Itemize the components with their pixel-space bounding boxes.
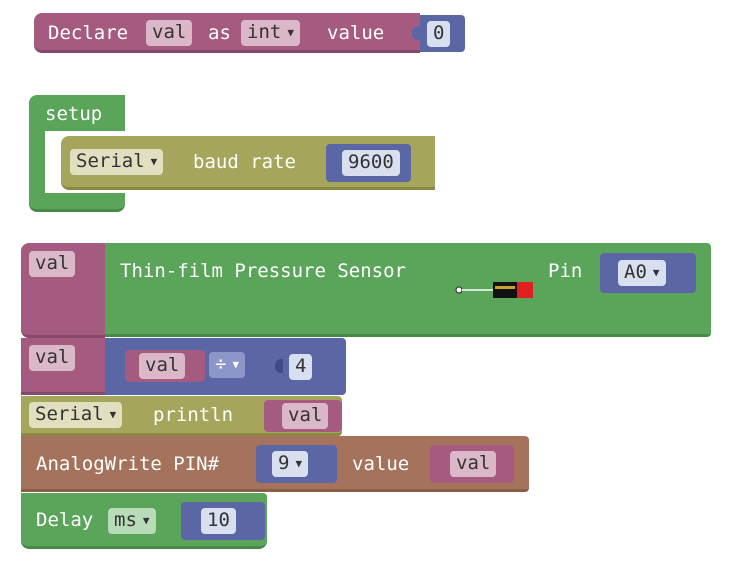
math-block[interactable]: val ÷▼ 4	[105, 338, 346, 395]
value-socket-icon	[275, 359, 283, 373]
setup-label: setup	[45, 103, 103, 125]
sensor-label: Thin-film Pressure Sensor	[120, 260, 406, 282]
dropdown-triangle-icon: ▼	[150, 155, 158, 168]
math-right-field[interactable]: 4	[289, 354, 313, 380]
math-left-field[interactable]: val	[139, 353, 186, 379]
println-port-value: Serial	[35, 403, 104, 425]
delay-label: Delay	[36, 509, 94, 531]
declare-var-field[interactable]: val	[146, 20, 193, 46]
println-port-dropdown[interactable]: Serial ▼	[29, 402, 123, 428]
value-socket-icon	[412, 26, 420, 40]
pin-dropdown[interactable]: A0 ▼	[618, 260, 666, 286]
read-var-block[interactable]: val	[21, 243, 105, 338]
analog-write-label: AnalogWrite PIN#	[36, 453, 220, 475]
println-label: println	[153, 404, 234, 426]
println-arg-block[interactable]: val	[264, 400, 342, 432]
declare-value-label: value	[327, 22, 385, 44]
delay-block[interactable]: Delay ms ▼ 10	[21, 493, 267, 549]
serial-begin-block[interactable]: Serial ▼ baud rate 9600	[61, 136, 435, 190]
pin-value-block[interactable]: A0 ▼	[600, 253, 696, 293]
dropdown-triangle-icon: ▼	[109, 408, 117, 421]
math-left-block[interactable]: val	[125, 350, 205, 382]
declare-value-block[interactable]: 0	[420, 15, 465, 52]
analog-pin-block[interactable]: 9▼	[256, 445, 337, 483]
pin-value: A0	[624, 261, 647, 283]
sensor-block[interactable]: Thin-film Pressure Sensor Pin A0 ▼	[105, 243, 711, 337]
analog-pin-dropdown[interactable]: 9▼	[272, 451, 309, 477]
analog-pin-value: 9	[278, 452, 290, 474]
divide-var-field[interactable]: val	[29, 345, 76, 371]
operator-dropdown[interactable]: ÷▼	[209, 352, 246, 378]
delay-unit-value: ms	[114, 509, 137, 531]
declare-type-dropdown[interactable]: int ▼	[241, 20, 300, 46]
dropdown-triangle-icon: ▼	[287, 26, 294, 39]
dropdown-triangle-icon: ▼	[295, 457, 303, 470]
declare-type-value: int	[247, 21, 282, 43]
read-var-field[interactable]: val	[29, 251, 76, 277]
operator-value: ÷	[215, 353, 227, 375]
println-arg-field[interactable]: val	[282, 403, 329, 429]
pressure-sensor-icon	[455, 279, 533, 301]
dropdown-triangle-icon: ▼	[232, 358, 240, 371]
baud-value-block[interactable]: 9600	[326, 144, 411, 182]
delay-unit-dropdown[interactable]: ms ▼	[108, 508, 156, 534]
analog-value-block[interactable]: val	[430, 445, 514, 483]
divide-var-block[interactable]: val	[21, 338, 105, 395]
dropdown-triangle-icon: ▼	[652, 266, 660, 279]
analog-value-field[interactable]: val	[450, 451, 497, 477]
pin-label: Pin	[548, 260, 583, 282]
serial-println-block[interactable]: Serial ▼ println val	[21, 396, 342, 436]
analog-value-label: value	[352, 453, 410, 475]
dropdown-triangle-icon: ▼	[142, 514, 150, 527]
analog-write-block[interactable]: AnalogWrite PIN# 9▼ value val	[21, 436, 529, 492]
declare-value-field[interactable]: 0	[427, 21, 451, 47]
delay-value-field[interactable]: 10	[201, 508, 236, 534]
baud-rate-label: baud rate	[193, 151, 296, 173]
serial-port-value: Serial	[76, 150, 145, 172]
serial-port-dropdown[interactable]: Serial ▼	[70, 149, 164, 175]
declare-block[interactable]: Declare val as int ▼ value	[34, 13, 420, 53]
declare-as-label: as	[208, 22, 231, 44]
declare-label: Declare	[48, 22, 129, 44]
delay-value-block[interactable]: 10	[181, 502, 265, 540]
baud-value-field[interactable]: 9600	[342, 150, 400, 176]
